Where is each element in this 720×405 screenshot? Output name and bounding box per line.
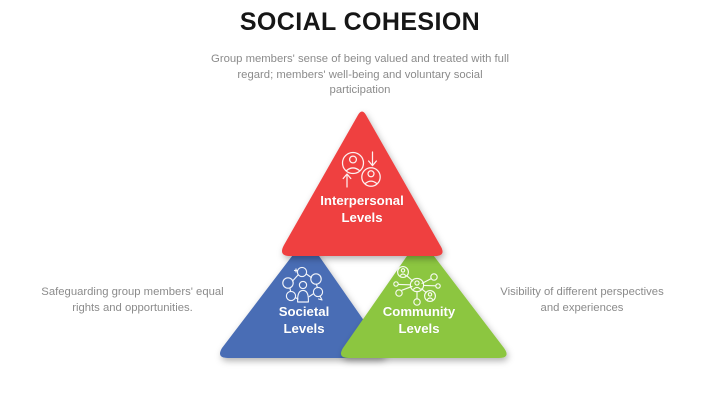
community-hub-network-icon: [393, 266, 441, 306]
two-people-exchange-icon: [341, 151, 381, 188]
caption-societal: Safeguarding group members' equal rights…: [41, 286, 224, 314]
caption-interpersonal: Group members' sense of being valued and…: [211, 53, 509, 96]
societal-triangle-shape[interactable]: [220, 239, 385, 359]
person-network-nodes-icon: [282, 266, 324, 303]
segment-interpersonal[interactable]: [282, 111, 443, 257]
page-title: SOCIAL COHESION: [239, 8, 481, 36]
segment-community[interactable]: [341, 239, 507, 359]
community-triangle-shape[interactable]: [341, 239, 507, 359]
caption-community: Visibility of different perspectives and…: [500, 286, 664, 314]
segment-societal[interactable]: [220, 239, 385, 359]
interpersonal-triangle-shape[interactable]: [282, 111, 443, 257]
